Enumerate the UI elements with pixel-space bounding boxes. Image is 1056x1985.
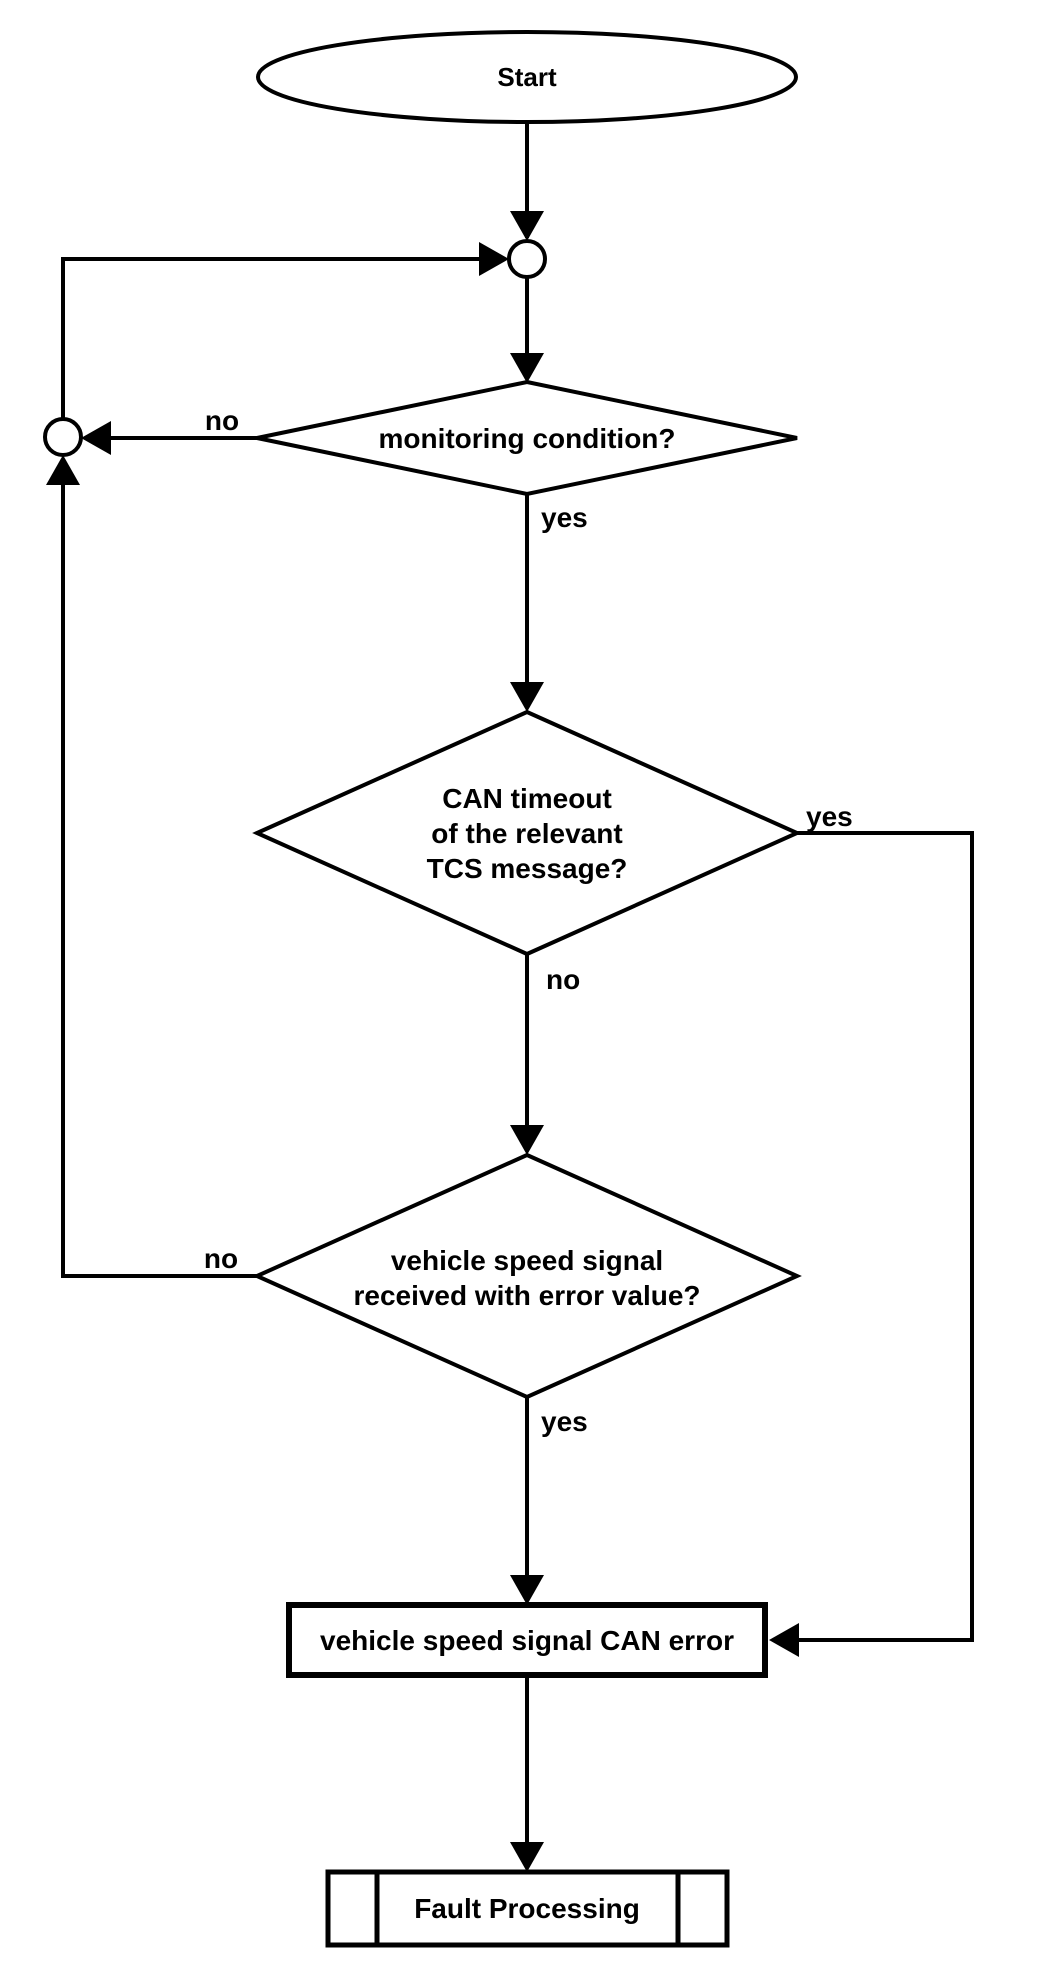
label-yes-can-timeout: yes xyxy=(806,801,853,832)
label-yes-vehicle-speed: yes xyxy=(541,1406,588,1437)
start-label: Start xyxy=(497,62,557,92)
decision-can-timeout-line3: TCS message? xyxy=(427,853,628,884)
label-no-monitoring: no xyxy=(205,405,239,436)
decision-can-timeout: CAN timeout of the relevant TCS message? xyxy=(252,709,802,957)
subroutine-fault-processing-label: Fault Processing xyxy=(414,1893,640,1924)
decision-vehicle-speed-error: vehicle speed signal received with error… xyxy=(252,1152,802,1400)
decision-can-timeout-line2: of the relevant xyxy=(431,818,622,849)
edge-merge-left-to-merge-top xyxy=(61,242,509,419)
edge-decision1-yes-to-decision2 xyxy=(510,494,544,712)
edge-process-to-subroutine xyxy=(510,1676,544,1872)
process-vehicle-speed-can-error-label: vehicle speed signal CAN error xyxy=(320,1625,734,1656)
label-no-vehicle-speed: no xyxy=(204,1243,238,1274)
process-vehicle-speed-can-error: vehicle speed signal CAN error xyxy=(286,1602,768,1678)
decision-monitoring-condition-label: monitoring condition? xyxy=(378,423,675,454)
edge-decision1-no-to-merge-left xyxy=(81,421,257,455)
edge-start-to-merge-top xyxy=(510,122,544,241)
decision-can-timeout-line1: CAN timeout xyxy=(442,783,612,814)
label-no-can-timeout: no xyxy=(546,964,580,995)
edge-decision3-no-to-merge-left xyxy=(46,455,257,1278)
label-yes-monitoring: yes xyxy=(541,502,588,533)
merge-connector-left-circle xyxy=(43,417,83,457)
edge-merge-top-to-decision1 xyxy=(510,277,544,383)
merge-connector-top-circle xyxy=(507,239,547,279)
subroutine-fault-processing: Fault Processing xyxy=(325,1869,730,1948)
edge-decision3-yes-to-process xyxy=(510,1397,544,1605)
decision-monitoring-condition: monitoring condition? xyxy=(256,379,798,497)
start-terminator: Start xyxy=(256,30,798,124)
decision-vehicle-speed-error-line1: vehicle speed signal xyxy=(391,1245,663,1276)
edge-decision2-yes-to-process xyxy=(769,831,974,1657)
decision-vehicle-speed-error-line2: received with error value? xyxy=(353,1280,700,1311)
edge-decision2-no-to-decision3 xyxy=(510,954,544,1155)
